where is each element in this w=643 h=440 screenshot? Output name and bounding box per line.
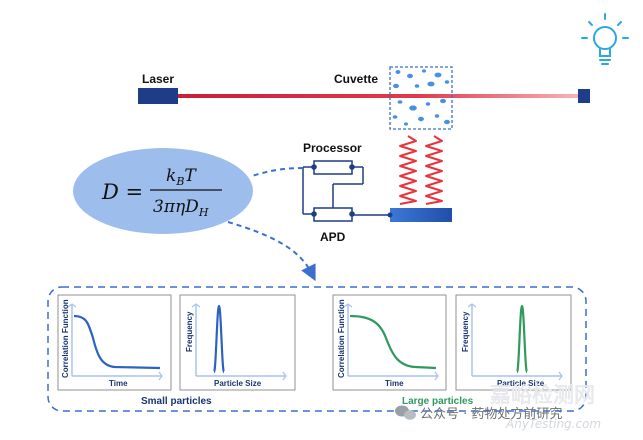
large-distribution-panel: Frequency Particle Size xyxy=(455,294,572,391)
circuit-nodes xyxy=(311,164,355,217)
laser-beam xyxy=(178,94,578,98)
brand-watermark: 嘉峪检测网 xyxy=(490,383,595,407)
large-correlation-xlabel: Time xyxy=(385,379,404,388)
cuvette xyxy=(389,66,453,130)
small-correlation-curve xyxy=(73,314,161,370)
large-correlation-ylabel: Correlation Function xyxy=(337,299,346,378)
cuvette-particles xyxy=(392,69,450,126)
large-distribution-ylabel: Frequency xyxy=(461,311,470,352)
svg-text:kBT: kBT xyxy=(166,166,197,188)
laser-label: Laser xyxy=(142,72,174,86)
small-distribution-ylabel: Frequency xyxy=(185,311,194,352)
wechat-icon xyxy=(395,405,416,420)
cuvette-label: Cuvette xyxy=(334,72,378,86)
apd-node xyxy=(387,212,393,218)
lightbulb-icon xyxy=(581,13,629,65)
formula-ellipse xyxy=(73,148,253,234)
formula-to-results-arrow xyxy=(227,221,316,282)
scattered-light-waves xyxy=(399,135,443,205)
small-distribution-xlabel: Particle Size xyxy=(214,379,262,388)
small-particles-label: Small particles xyxy=(141,396,212,407)
large-distribution-xlabel: Particle Size xyxy=(497,379,545,388)
small-correlation-xlabel: Time xyxy=(109,379,128,388)
large-distribution-peak xyxy=(515,304,529,374)
watermark: 公众号 · 药物处方前研究 嘉峪检测网 AnyTesting.com xyxy=(395,383,601,431)
svg-text:D =: D = xyxy=(101,180,143,204)
large-correlation-panel: Correlation Function Time xyxy=(332,294,447,391)
beam-stop xyxy=(578,89,590,103)
processor-circuit xyxy=(302,160,364,222)
brand-url-watermark: AnyTesting.com xyxy=(505,417,601,431)
small-distribution-peak xyxy=(212,304,226,374)
small-correlation-ylabel: Correlation Function xyxy=(61,299,70,378)
svg-text:3πηDH: 3πηDH xyxy=(153,197,209,219)
large-particles-label: Large particles xyxy=(402,396,474,407)
results-container xyxy=(47,286,587,412)
laser-source xyxy=(138,88,178,104)
large-correlation-curve xyxy=(349,314,437,370)
processor-label: Processor xyxy=(303,141,362,155)
apd-detector xyxy=(390,208,452,222)
stokes-einstein-formula: D = kBT 3πηDH xyxy=(101,166,222,219)
wechat-account-text: 公众号 · 药物处方前研究 xyxy=(420,406,562,422)
small-correlation-panel: Correlation Function Time xyxy=(57,294,172,391)
small-distribution-panel: Frequency Particle Size xyxy=(179,294,296,391)
apd-label: APD xyxy=(320,230,346,244)
processor-to-formula-connector xyxy=(251,167,304,177)
